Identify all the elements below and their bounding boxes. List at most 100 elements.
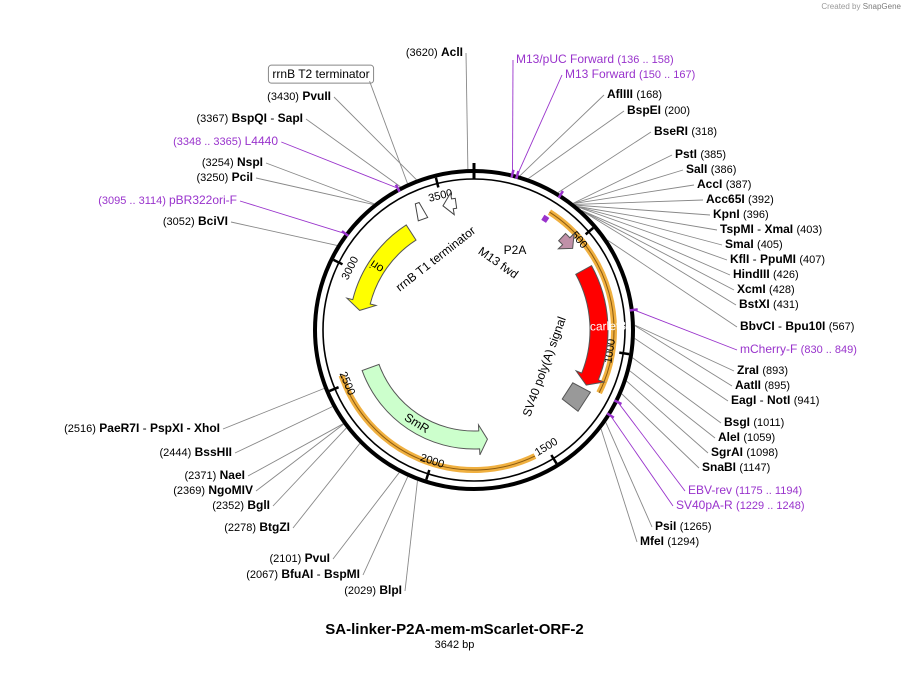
site-label-bfuai: (2067) BfuAI - BspMI: [246, 567, 360, 581]
site-tspmi[interactable]: TspMI - XmaI (403): [720, 222, 822, 236]
primer-pbr322ori-f[interactable]: (3095 .. 3114) pBR322ori-F: [98, 193, 237, 207]
site-name: PvuI: [305, 551, 330, 565]
site-smai[interactable]: SmaI (405): [725, 237, 783, 251]
site-bsgi[interactable]: BsgI (1011): [724, 415, 784, 429]
site-ngomiv[interactable]: (2369) NgoMIV: [173, 483, 253, 497]
site-aatii[interactable]: AatII (895): [735, 378, 790, 392]
site-name: PstI: [675, 147, 697, 161]
site-alei[interactable]: AleI (1059): [718, 430, 775, 444]
feature-sv40-poly-a-signal[interactable]: [561, 382, 592, 413]
site-afliii[interactable]: AflIII (168): [607, 87, 662, 101]
site-position: (567): [829, 321, 855, 333]
leader-acc65i: [574, 199, 704, 205]
site-name: EagI: [731, 393, 756, 407]
bp-tick-label-2000: 2000: [419, 452, 446, 471]
site-acc65i[interactable]: Acc65I (392): [706, 192, 774, 206]
bp-tick-label-1500: 1500: [533, 436, 560, 459]
leader-alei: [629, 370, 716, 439]
site-label-zrai: ZraI (893): [737, 363, 788, 377]
site-bstxi[interactable]: BstXI (431): [739, 297, 799, 311]
site-kfli[interactable]: KflI - PpuMI (407): [730, 252, 825, 266]
site-label-kpni: KpnI (396): [713, 207, 769, 221]
primer-label-ebv-rev: EBV-rev (1175 .. 1194): [688, 483, 802, 497]
bp-tick-1500: [550, 454, 558, 465]
site-hindiii[interactable]: HindIII (426): [733, 267, 799, 281]
site-zrai[interactable]: ZraI (893): [737, 363, 788, 377]
primer-ebv-rev[interactable]: EBV-rev (1175 .. 1194): [688, 483, 802, 497]
primer-mcherry-f[interactable]: mCherry-F (830 .. 849): [740, 342, 857, 356]
site-pvui[interactable]: (2101) PvuI: [270, 551, 330, 565]
site-bcivi[interactable]: (3052) BciVI: [163, 214, 228, 228]
feature-mscarlet3[interactable]: [574, 264, 609, 386]
leader-lines: [222, 52, 738, 592]
leader-bspei: [528, 110, 625, 179]
leader-bseri: [557, 131, 652, 194]
site-pvuii[interactable]: (3430) PvuII: [267, 89, 331, 103]
site-position: (396): [743, 209, 769, 221]
site-name: AclI: [441, 45, 463, 59]
site-blpi[interactable]: (2029) BlpI: [344, 583, 402, 597]
leader-kfli: [577, 206, 728, 261]
feature-rrnb-t1-terminator[interactable]: [442, 191, 458, 216]
site-psti[interactable]: PstI (385): [675, 147, 726, 161]
site-acli[interactable]: (3620) AclI: [406, 45, 463, 59]
feature-rrnb-t2-terminator[interactable]: [412, 201, 429, 222]
site-position: (387): [726, 179, 752, 191]
site-position: (1265): [680, 521, 712, 533]
primer-sv40pa-r[interactable]: SV40pA-R (1229 .. 1248): [676, 498, 805, 512]
site-position: (2352): [212, 500, 244, 512]
site-btgzi[interactable]: (2278) BtgZI: [224, 520, 290, 534]
site-sali[interactable]: SalI (386): [686, 162, 736, 176]
site-bsshii[interactable]: (2444) BssHII: [160, 445, 233, 459]
primer-m13-puc-forward[interactable]: M13/pUC Forward (136 .. 158): [516, 52, 674, 66]
primer-tick-5: [606, 412, 615, 419]
leader-bsshii: [234, 406, 333, 454]
site-xcmi[interactable]: XcmI (428): [737, 282, 795, 296]
site-bseri[interactable]: BseRI (318): [654, 124, 717, 138]
feature-ori[interactable]: [345, 224, 417, 311]
site-position: (405): [757, 239, 783, 251]
site-pcii[interactable]: (3250) PciI: [197, 170, 254, 184]
site-name: KflI: [730, 252, 749, 266]
site-label-aatii: AatII (895): [735, 378, 790, 392]
site-label-tspmi: TspMI - XmaI (403): [720, 222, 822, 236]
leader-psti: [573, 154, 673, 204]
primer-label-pbr322ori-f: (3095 .. 3114) pBR322ori-F: [98, 193, 237, 207]
primer-m13-forward[interactable]: M13 Forward (150 .. 167): [565, 67, 695, 81]
leader-pvui: [332, 472, 400, 560]
site-position: (318): [691, 126, 717, 138]
site-suffix-name: PspXI - XhoI: [150, 421, 220, 435]
site-paer7i[interactable]: (2516) PaeR7I - PspXI - XhoI: [64, 421, 220, 435]
site-position: (385): [700, 149, 726, 161]
site-bbvci[interactable]: BbvCI - Bpu10I (567): [740, 319, 854, 333]
primer-l4440[interactable]: (3348 .. 3365) L4440: [173, 134, 278, 148]
site-suffix-name: XmaI: [764, 222, 793, 236]
plasmid-length: 3642 bp: [434, 639, 475, 651]
site-acci[interactable]: AccI (387): [697, 177, 751, 191]
site-naei[interactable]: (2371) NaeI: [185, 468, 246, 482]
boxed-label-rrnb-t2-terminator[interactable]: rrnB T2 terminator: [267, 64, 375, 84]
site-bgli[interactable]: (2352) BglI: [212, 498, 270, 512]
site-bspei[interactable]: BspEI (200): [627, 103, 690, 117]
site-bfuai[interactable]: (2067) BfuAI - BspMI: [246, 567, 360, 581]
site-eagi[interactable]: EagI - NotI (941): [731, 393, 819, 407]
site-position: (200): [664, 105, 690, 117]
site-nspi[interactable]: (3254) NspI: [202, 155, 263, 169]
site-name: Acc65I: [706, 192, 745, 206]
site-bspqi[interactable]: (3367) BspQI - SapI: [197, 111, 304, 125]
site-suffix-name: PpuMI: [760, 252, 796, 266]
site-position: (428): [769, 284, 795, 296]
feature-smr[interactable]: [361, 363, 489, 456]
site-sgrai[interactable]: SgrAI (1098): [711, 445, 778, 459]
site-label-pcii: (3250) PciI: [197, 170, 254, 184]
site-psii[interactable]: PsiI (1265): [655, 519, 712, 533]
site-snabi[interactable]: SnaBI (1147): [702, 460, 770, 474]
site-kpni[interactable]: KpnI (396): [713, 207, 769, 221]
site-position: (392): [748, 194, 774, 206]
site-mfei[interactable]: MfeI (1294): [640, 534, 699, 548]
feature-p2a[interactable]: [557, 232, 575, 250]
site-name: NgoMIV: [208, 483, 253, 497]
feature-m13-fwd[interactable]: [541, 214, 550, 223]
leader-xcmi: [582, 210, 735, 291]
